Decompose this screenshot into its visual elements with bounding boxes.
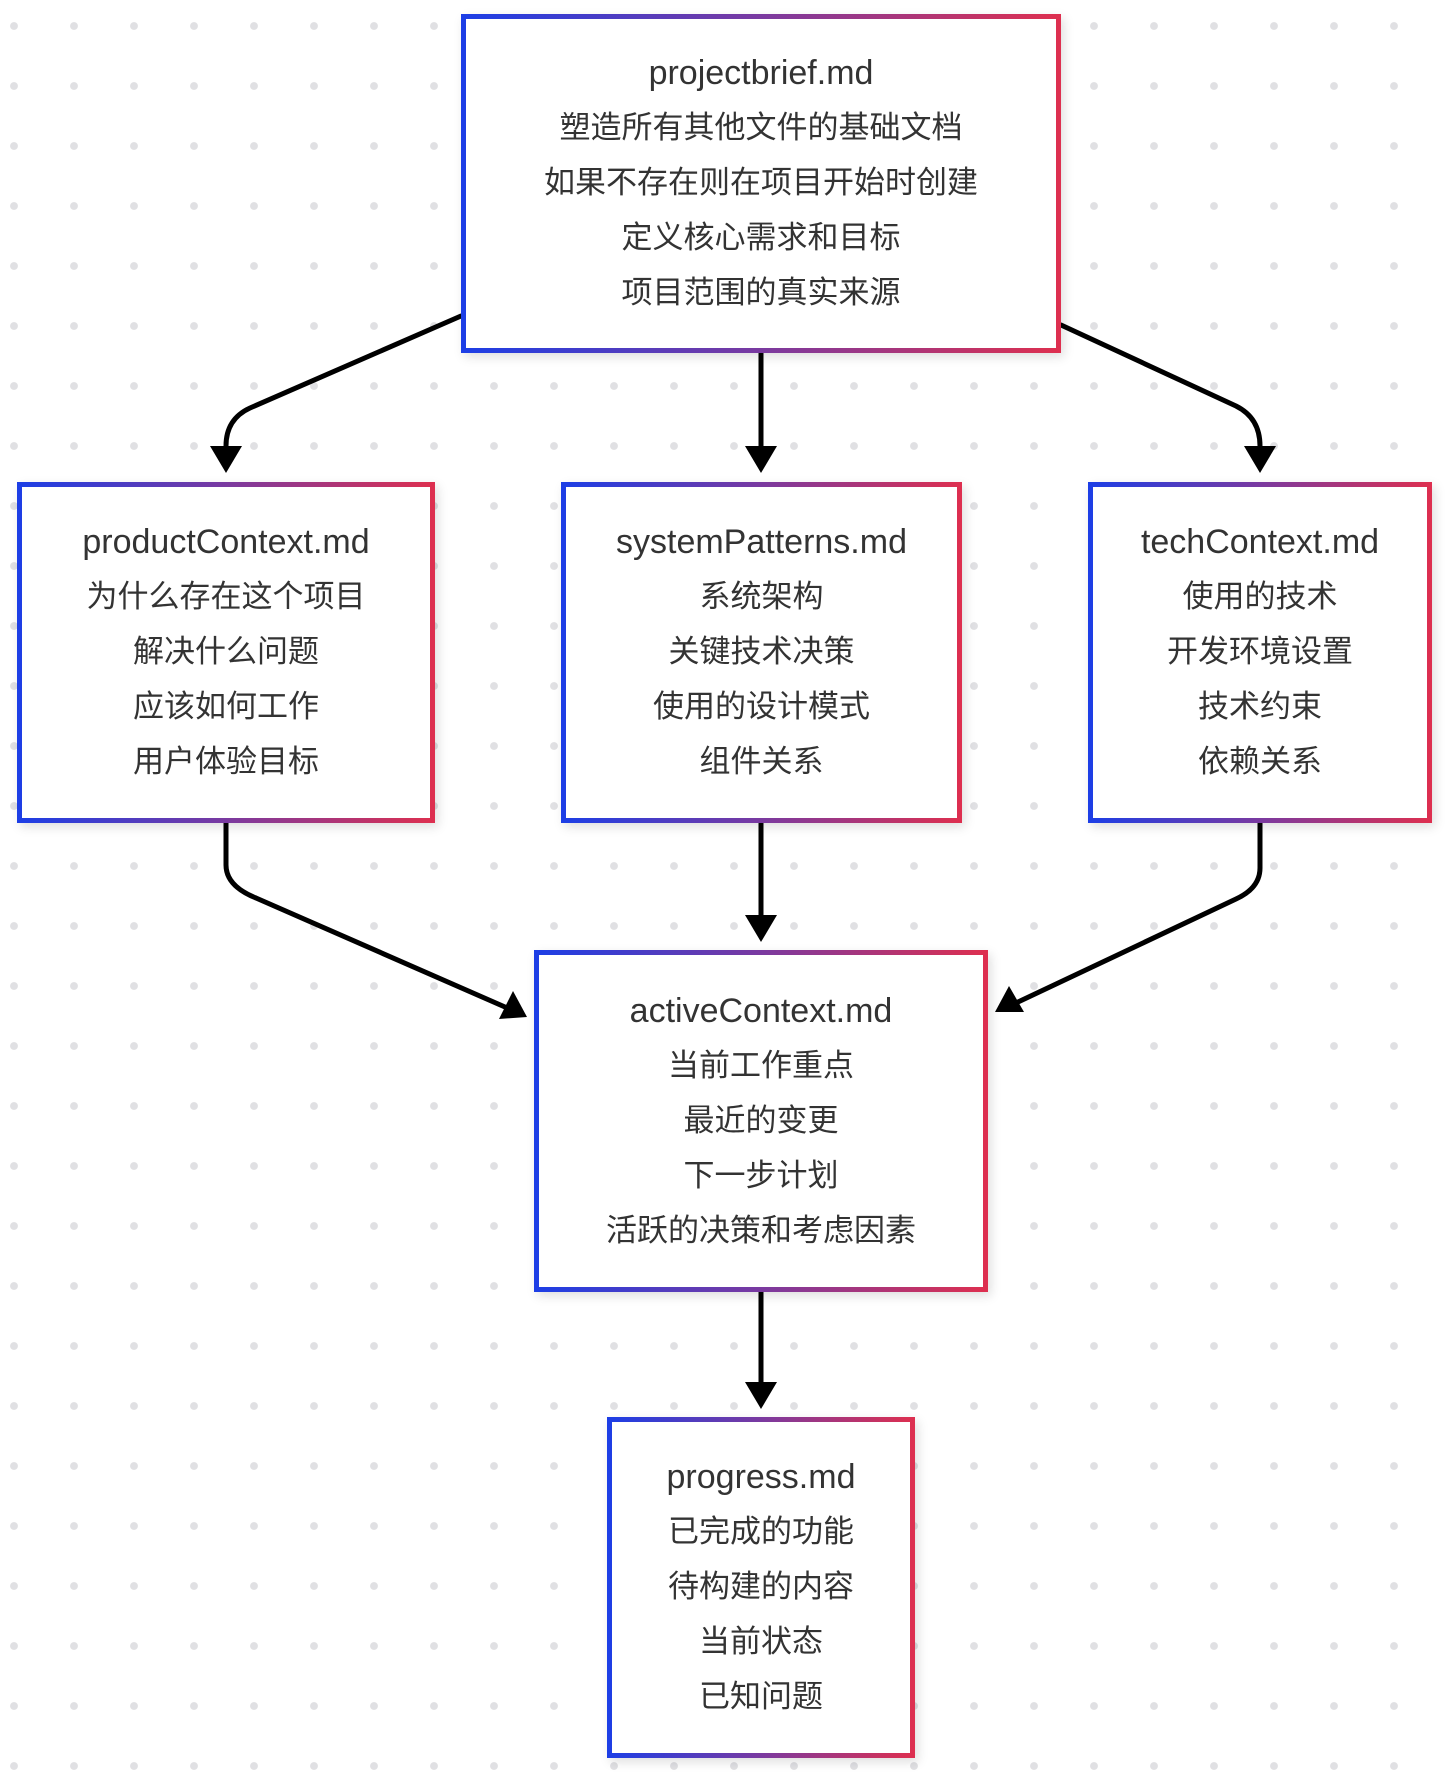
node-activecontext[interactable]: activeContext.md 当前工作重点 最近的变更 下一步计划 活跃的决…	[534, 950, 988, 1292]
node-line: 依赖关系	[1198, 744, 1322, 780]
edge-projectbrief-to-productcontext	[223, 313, 464, 449]
node-title: activeContext.md	[629, 991, 893, 1030]
node-line: 当前状态	[699, 1624, 823, 1660]
node-line: 塑造所有其他文件的基础文档	[559, 110, 963, 146]
node-line: 定义核心需求和目标	[621, 220, 901, 256]
node-line: 解决什么问题	[133, 634, 319, 670]
node-line: 开发环境设置	[1167, 634, 1353, 670]
node-title: systemPatterns.md	[616, 523, 907, 561]
node-line: 待构建的内容	[668, 1569, 854, 1605]
node-line: 使用的技术	[1182, 579, 1338, 615]
arrowhead-systempatterns	[745, 446, 777, 473]
edge-productcontext-to-activecontext	[223, 820, 508, 1010]
node-projectbrief[interactable]: projectbrief.md 塑造所有其他文件的基础文档 如果不存在则在项目开…	[461, 14, 1061, 353]
node-title: progress.md	[666, 1458, 856, 1496]
arrowhead-activecontext-left	[499, 991, 527, 1019]
edge-techcontext-to-activecontext	[1015, 820, 1263, 1005]
node-progress[interactable]: progress.md 已完成的功能 待构建的内容 当前状态 已知问题	[607, 1417, 915, 1758]
node-line: 最近的变更	[683, 1102, 839, 1139]
node-line: 技术约束	[1198, 689, 1322, 725]
node-productcontext[interactable]: productContext.md 为什么存在这个项目 解决什么问题 应该如何工…	[17, 482, 435, 823]
node-systempatterns[interactable]: systemPatterns.md 系统架构 关键技术决策 使用的设计模式 组件…	[561, 482, 962, 823]
arrowhead-productcontext	[210, 446, 242, 473]
node-title: productContext.md	[82, 523, 370, 561]
node-line: 如果不存在则在项目开始时创建	[544, 165, 978, 201]
node-line: 应该如何工作	[133, 689, 319, 725]
arrowhead-activecontext-middle	[745, 915, 777, 942]
node-line: 关键技术决策	[668, 634, 855, 670]
node-line: 已知问题	[699, 1679, 823, 1715]
node-line: 组件关系	[699, 744, 824, 780]
node-line: 使用的设计模式	[653, 689, 870, 725]
node-line: 系统架构	[699, 579, 824, 615]
node-techcontext[interactable]: techContext.md 使用的技术 开发环境设置 技术约束 依赖关系	[1088, 482, 1432, 823]
node-title: techContext.md	[1140, 523, 1380, 561]
node-line: 已完成的功能	[668, 1514, 854, 1550]
node-line: 项目范围的真实来源	[621, 275, 901, 311]
node-line: 为什么存在这个项目	[86, 579, 366, 615]
node-line: 当前工作重点	[668, 1047, 854, 1084]
node-line: 下一步计划	[683, 1157, 839, 1194]
node-title: projectbrief.md	[648, 54, 874, 92]
node-line: 用户体验目标	[133, 744, 319, 780]
arrowhead-techcontext	[1244, 446, 1276, 473]
arrowhead-progress	[745, 1382, 777, 1409]
arrowhead-activecontext-right	[995, 986, 1024, 1012]
node-line: 活跃的决策和考虑因素	[606, 1212, 916, 1249]
edge-projectbrief-to-techcontext	[1058, 322, 1263, 449]
